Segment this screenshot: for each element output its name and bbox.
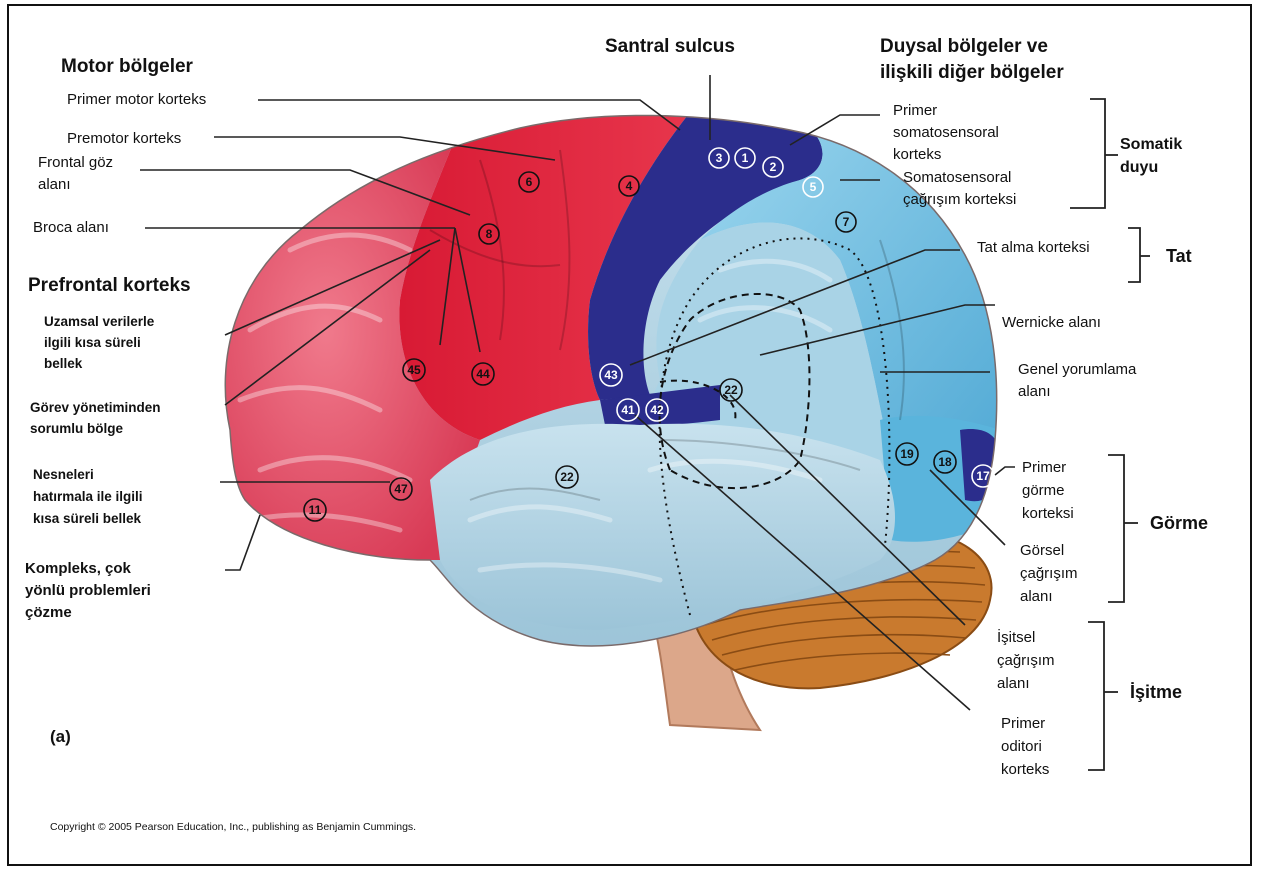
group-somatic-2: duyu <box>1120 159 1158 177</box>
label-complex-1: Kompleks, çok <box>25 558 131 579</box>
copyright: Copyright © 2005 Pearson Education, Inc.… <box>50 821 416 833</box>
svg-text:4: 4 <box>626 179 633 193</box>
svg-text:43: 43 <box>604 368 618 382</box>
panel-label: (a) <box>50 727 71 747</box>
label-primary-motor: Primer motor korteks <box>67 90 206 110</box>
bracket-somatic <box>1070 99 1105 208</box>
label-frontal-eye-2: alanı <box>38 175 71 195</box>
heading-prefrontal: Prefrontal korteks <box>28 275 191 297</box>
label-complex-2: yönlü problemleri <box>25 580 151 601</box>
svg-text:44: 44 <box>476 367 490 381</box>
label-object-3: kısa süreli bellek <box>33 508 141 529</box>
label-somato-assoc-1: Somatosensoral <box>903 168 1011 188</box>
label-frontal-eye-1: Frontal göz <box>38 153 113 173</box>
svg-text:45: 45 <box>407 363 421 377</box>
heading-motor: Motor bölgeler <box>61 56 193 78</box>
label-general-1: Genel yorumlama <box>1018 360 1136 380</box>
svg-text:6: 6 <box>526 175 533 189</box>
label-broca: Broca alanı <box>33 218 109 238</box>
svg-text:47: 47 <box>394 482 408 496</box>
label-auditory-assoc-3: alanı <box>997 674 1030 694</box>
svg-text:42: 42 <box>650 403 664 417</box>
bracket-taste <box>1128 228 1140 282</box>
group-hearing: İşitme <box>1130 682 1182 703</box>
label-primary-auditory-1: Primer <box>1001 714 1045 734</box>
svg-text:11: 11 <box>309 503 322 517</box>
bracket-hearing <box>1088 622 1104 770</box>
svg-text:2: 2 <box>770 160 777 174</box>
label-premotor: Premotor korteks <box>67 129 181 149</box>
label-primary-visual-2: görme <box>1022 481 1065 501</box>
label-primary-auditory-3: korteks <box>1001 760 1049 780</box>
svg-text:22: 22 <box>724 383 738 397</box>
svg-text:5: 5 <box>810 180 817 194</box>
label-spatial-3: bellek <box>44 353 82 374</box>
label-visual-assoc-1: Görsel <box>1020 541 1064 561</box>
svg-text:3: 3 <box>716 151 723 165</box>
label-primary-somato-2: somatosensoral <box>893 123 999 143</box>
label-primary-visual-3: korteksi <box>1022 504 1074 524</box>
label-spatial-2: ilgili kısa süreli <box>44 332 141 353</box>
label-wernicke: Wernicke alanı <box>1002 313 1101 333</box>
svg-text:1: 1 <box>742 151 749 165</box>
label-primary-somato-3: korteks <box>893 145 941 165</box>
label-task-2: sorumlu bölge <box>30 418 123 439</box>
label-auditory-assoc-2: çağrışım <box>997 651 1055 671</box>
label-auditory-assoc-1: İşitsel <box>997 628 1035 648</box>
label-primary-visual-1: Primer <box>1022 458 1066 478</box>
label-primary-auditory-2: oditori <box>1001 737 1042 757</box>
label-complex-3: çözme <box>25 602 72 623</box>
group-vision: Görme <box>1150 513 1208 534</box>
group-somatic-1: Somatik <box>1120 136 1182 154</box>
label-spatial-1: Uzamsal verilerle <box>44 311 154 332</box>
heading-sensory-2: ilişkili diğer bölgeler <box>880 62 1064 84</box>
label-somato-assoc-2: çağrışım korteksi <box>903 190 1016 210</box>
bracket-vision <box>1108 455 1124 602</box>
label-task-1: Görev yönetiminden <box>30 397 161 418</box>
svg-text:17: 17 <box>976 469 990 483</box>
svg-text:18: 18 <box>938 455 952 469</box>
label-gustatory: Tat alma korteksi <box>977 238 1090 258</box>
svg-text:19: 19 <box>900 447 914 461</box>
svg-text:8: 8 <box>486 227 493 241</box>
label-visual-assoc-3: alanı <box>1020 587 1053 607</box>
heading-central-sulcus: Santral sulcus <box>605 36 735 58</box>
label-primary-somato-1: Primer <box>893 101 937 121</box>
svg-text:22: 22 <box>560 470 574 484</box>
svg-text:7: 7 <box>843 215 850 229</box>
label-object-2: hatırmala ile ilgili <box>33 486 143 507</box>
label-visual-assoc-2: çağrışım <box>1020 564 1078 584</box>
label-general-2: alanı <box>1018 382 1051 402</box>
group-taste: Tat <box>1166 246 1192 267</box>
heading-sensory-1: Duysal bölgeler ve <box>880 36 1048 58</box>
svg-text:41: 41 <box>621 403 635 417</box>
label-object-1: Nesneleri <box>33 464 94 485</box>
